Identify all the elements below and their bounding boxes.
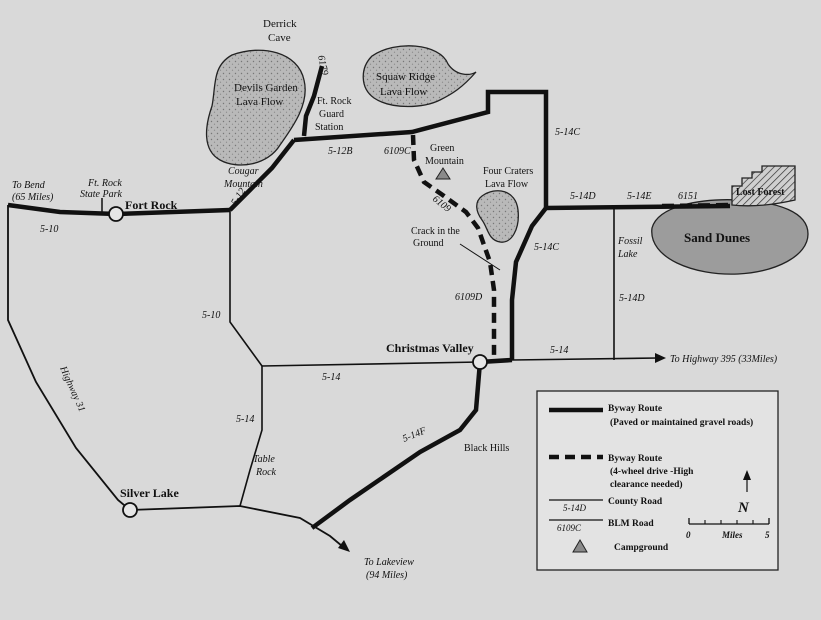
crack-pointer (459, 243, 501, 271)
devils-garden-label-1: Devils Garden (234, 82, 298, 94)
legend-byway-sub: (Paved or maintained gravel roads) (610, 417, 753, 428)
scale-five: 5 (765, 530, 770, 540)
map-legend: Byway Route (Paved or maintained gravel … (536, 390, 779, 571)
crack-label-1: Crack in the (411, 226, 460, 237)
county-road-5-14-mid (261, 361, 481, 367)
to-bend-label-1: To Bend (12, 180, 46, 191)
road-5-14c-top-label: 5-14C (555, 127, 580, 138)
derrick-cave-label-1: Derrick (263, 18, 297, 30)
scale-zero: 0 (686, 530, 691, 540)
to-highway-395-label: To Highway 395 (33Miles) (670, 354, 778, 365)
legend-4wd-title: Byway Route (608, 454, 662, 464)
ft-rock-station-label-3: Station (315, 122, 343, 133)
road-5-14d-side-label: 5-14D (619, 293, 645, 304)
legend-blm-sample: 6109C (557, 523, 582, 533)
highway-31 (7, 205, 131, 511)
road-5-14e-label: 5-14E (627, 191, 651, 202)
north-label: N (737, 500, 750, 516)
table-rock-label-2: Rock (255, 467, 277, 478)
christmas-valley-label: Christmas Valley (386, 341, 474, 355)
road-6109c-label: 6109C (384, 146, 411, 157)
state-park-label-1: Ft. Rock (87, 178, 122, 189)
four-craters-label-1: Four Craters (483, 166, 533, 177)
legend-campground-label: Campground (614, 543, 669, 553)
road-5-14d-label: 5-14D (570, 191, 596, 202)
byway-route-5-14c (509, 206, 548, 360)
christmas-valley-town-marker (472, 354, 488, 370)
legend-4wd-sub2: clearance needed) (610, 479, 683, 490)
byway-4wd-6109c (410, 134, 497, 360)
green-mountain-label-2: Mountain (425, 156, 464, 167)
road-5-14c-mid-label: 5-14C (534, 242, 559, 253)
green-mountain-campground-icon (435, 167, 451, 180)
legend-campground-icon (572, 539, 588, 553)
scale-bar (688, 518, 770, 525)
derrick-cave-label-2: Cave (268, 32, 291, 44)
ft-rock-station-label-2: Guard (319, 109, 344, 120)
lost-forest-label: Lost Forest (736, 187, 785, 198)
legend-4wd-sub1: (4-wheel drive -High (610, 466, 694, 477)
cougar-mountain-label-2: Mountain (223, 179, 263, 190)
road-to-lakeview (129, 505, 343, 547)
black-hills-label: Black Hills (464, 443, 509, 454)
fort-rock-town-marker (108, 206, 124, 222)
four-craters-lava-flow (476, 190, 519, 243)
road-5-10-mid-label: 5-10 (202, 310, 220, 321)
sand-dunes-area (651, 199, 809, 275)
legend-byway-title: Byway Route (608, 404, 662, 414)
road-arrow-highway-395 (655, 353, 666, 363)
silver-lake-label: Silver Lake (120, 486, 179, 500)
byway-4wd-6151 (661, 202, 733, 209)
road-6151-label: 6151 (678, 191, 698, 202)
to-lakeview-label-2: (94 Miles) (366, 570, 408, 581)
state-park-label-2: State Park (80, 189, 122, 200)
fossil-lake-label-1: Fossil (617, 236, 643, 247)
squaw-ridge-lava-flow (362, 45, 477, 108)
legend-blm-label: BLM Road (608, 519, 654, 529)
devils-garden-lava-flow (205, 49, 306, 166)
road-5-14-east-label: 5-14 (550, 345, 568, 356)
legend-county-sample: 5-14D (563, 503, 586, 513)
devils-garden-label-2: Lava Flow (236, 96, 283, 108)
legend-county-label: County Road (608, 497, 663, 507)
fossil-lake-label-2: Lake (617, 249, 638, 260)
road-arrow-lakeview (338, 540, 350, 552)
four-craters-label-2: Lava Flow (485, 179, 529, 190)
road-6179-label: 6179 (315, 54, 330, 76)
road-5-14-mid-label: 5-14 (322, 372, 340, 383)
county-road-5-14-east (511, 357, 659, 361)
sand-dunes-label: Sand Dunes (684, 230, 750, 245)
byway-route-5-14f (310, 361, 483, 530)
road-5-12b-label: 5-12B (328, 146, 352, 157)
byway-route-5-12 (228, 138, 296, 212)
byway-fort-rock-west (7, 202, 231, 217)
road-6109d-label: 6109D (455, 292, 483, 303)
legend-box (536, 390, 779, 571)
squaw-ridge-label-1: Squaw Ridge (376, 71, 435, 83)
green-mountain-label-1: Green (430, 143, 454, 154)
county-road-5-10 (229, 210, 263, 367)
to-lakeview-label-1: To Lakeview (364, 557, 414, 568)
squaw-ridge-label-2: Lava Flow (380, 86, 427, 98)
silver-lake-town-marker (122, 502, 138, 518)
byway-route-6179 (301, 65, 325, 137)
to-bend-label-2: (65 Miles) (12, 192, 54, 203)
table-rock-label-1: Table (253, 454, 275, 465)
road-5-10-top-label: 5-10 (40, 224, 58, 235)
cougar-mountain-label-1: Cougar (228, 166, 259, 177)
road-5-14-table-label: 5-14 (236, 414, 254, 425)
fort-rock-label: Fort Rock (125, 198, 178, 212)
ft-rock-station-label-1: Ft. Rock (317, 96, 351, 107)
north-arrow-head (743, 470, 751, 480)
lost-forest-area (731, 165, 796, 207)
county-road-table-rock (239, 366, 263, 507)
crack-label-2: Ground (413, 238, 444, 249)
scale-label: Miles (721, 530, 743, 540)
